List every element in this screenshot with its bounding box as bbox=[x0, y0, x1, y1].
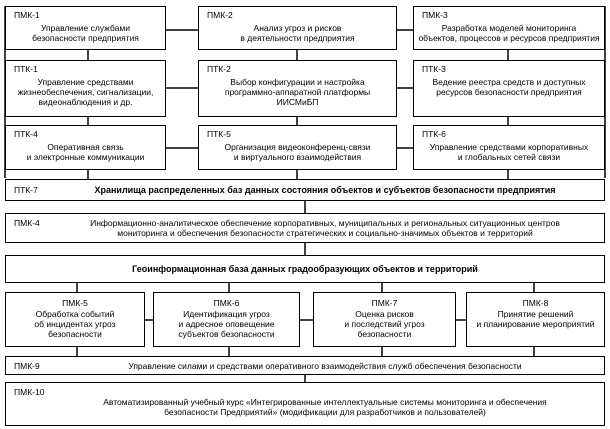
box-code: ПМК-5 bbox=[62, 298, 88, 308]
box-text: Принятие решений и планирование мероприя… bbox=[476, 309, 595, 329]
box-code: ПМК-9 bbox=[14, 361, 40, 371]
box-code: ПМК-2 bbox=[207, 10, 233, 20]
box-code: ПТК-6 bbox=[422, 129, 446, 139]
box-code: ПМК-8 bbox=[522, 298, 549, 308]
box-text: Геоинформационная база данных градообраз… bbox=[132, 264, 478, 274]
box-pmk4: ПМК-4 Информационно-аналитическое обеспе… bbox=[5, 213, 605, 243]
box-pmk3: ПМК-3 Разработка моделей мониторинга объ… bbox=[413, 6, 605, 50]
box-code: ПТК-1 bbox=[14, 64, 38, 74]
box-pmk10: ПМК-10 Автоматизированный учебный курс «… bbox=[5, 382, 605, 426]
box-text: Хранилища распределенных баз данных сост… bbox=[94, 185, 556, 195]
box-text: Управление средствами корпоративных и гл… bbox=[429, 142, 589, 162]
box-ptk5: ПТК-5 Организация видеоконференц-связи и… bbox=[198, 125, 397, 170]
box-ptk3: ПТК-3 Ведение реестра средств и доступны… bbox=[413, 60, 605, 117]
box-text: Оперативная связь и электронные коммуник… bbox=[26, 142, 145, 162]
box-pmk5: ПМК-5 Обработка событий об инцидентах уг… bbox=[5, 292, 145, 347]
box-code: ПМК-4 bbox=[14, 218, 40, 228]
box-geo-database: Геоинформационная база данных градообраз… bbox=[5, 255, 605, 283]
box-text: Оценка рисков и последствий угроз безопа… bbox=[344, 309, 425, 339]
box-ptk7: ПТК-7 Хранилища распределенных баз данны… bbox=[5, 179, 605, 201]
box-code: ПТК-5 bbox=[207, 129, 231, 139]
box-code: ПТК-2 bbox=[207, 64, 231, 74]
box-code: ПМК-6 bbox=[213, 298, 240, 308]
box-ptk1: ПТК-1 Управление средствами жизнеобеспеч… bbox=[5, 60, 166, 117]
box-pmk1: ПМК-1 Управление службами безопасности п… bbox=[5, 6, 166, 50]
box-text: Разработка моделей мониторинга объектов,… bbox=[418, 23, 600, 43]
box-pmk8: ПМК-8 Принятие решений и планирование ме… bbox=[466, 292, 605, 347]
box-code: ПМК-1 bbox=[14, 10, 40, 20]
box-text: Управление силами и средствами оперативн… bbox=[128, 361, 522, 371]
box-ptk6: ПТК-6 Управление средствами корпоративны… bbox=[413, 125, 605, 170]
box-text: Управление службами безопасности предпри… bbox=[32, 23, 139, 43]
box-text: Обработка событий об инцидентах угроз бе… bbox=[34, 309, 116, 339]
box-code: ПТК-3 bbox=[422, 64, 446, 74]
box-pmk7: ПМК-7 Оценка рисков и последствий угроз … bbox=[313, 292, 456, 347]
box-text: Идентификация угроз и адресное оповещени… bbox=[178, 309, 275, 339]
box-ptk2: ПТК-2 Выбор конфигурации и настройка про… bbox=[198, 60, 397, 117]
box-pmk9: ПМК-9 Управление силами и средствами опе… bbox=[5, 356, 605, 375]
box-text: Анализ угроз и рисков в деятельности пре… bbox=[240, 23, 355, 43]
box-code: ПМК-10 bbox=[14, 387, 45, 397]
box-text: Информационно-аналитическое обеспечение … bbox=[90, 218, 560, 238]
box-text: Организация видеоконференц-связи и вирту… bbox=[224, 142, 371, 162]
box-pmk2: ПМК-2 Анализ угроз и рисков в деятельнос… bbox=[198, 6, 397, 50]
box-text: Автоматизированный учебный курс «Интегри… bbox=[103, 397, 547, 417]
box-code: ПМК-7 bbox=[371, 298, 398, 308]
box-pmk6: ПМК-6 Идентификация угроз и адресное опо… bbox=[153, 292, 300, 347]
box-ptk4: ПТК-4 Оперативная связь и электронные ко… bbox=[5, 125, 166, 170]
box-code: ПТК-7 bbox=[14, 185, 38, 195]
box-code: ПМК-3 bbox=[422, 10, 448, 20]
box-text: Ведение реестра средств и доступных ресу… bbox=[432, 77, 586, 97]
box-text: Выбор конфигурации и настройка программн… bbox=[224, 77, 371, 107]
box-code: ПТК-4 bbox=[14, 129, 38, 139]
box-text: Управление средствами жизнеобеспечения, … bbox=[17, 77, 154, 107]
